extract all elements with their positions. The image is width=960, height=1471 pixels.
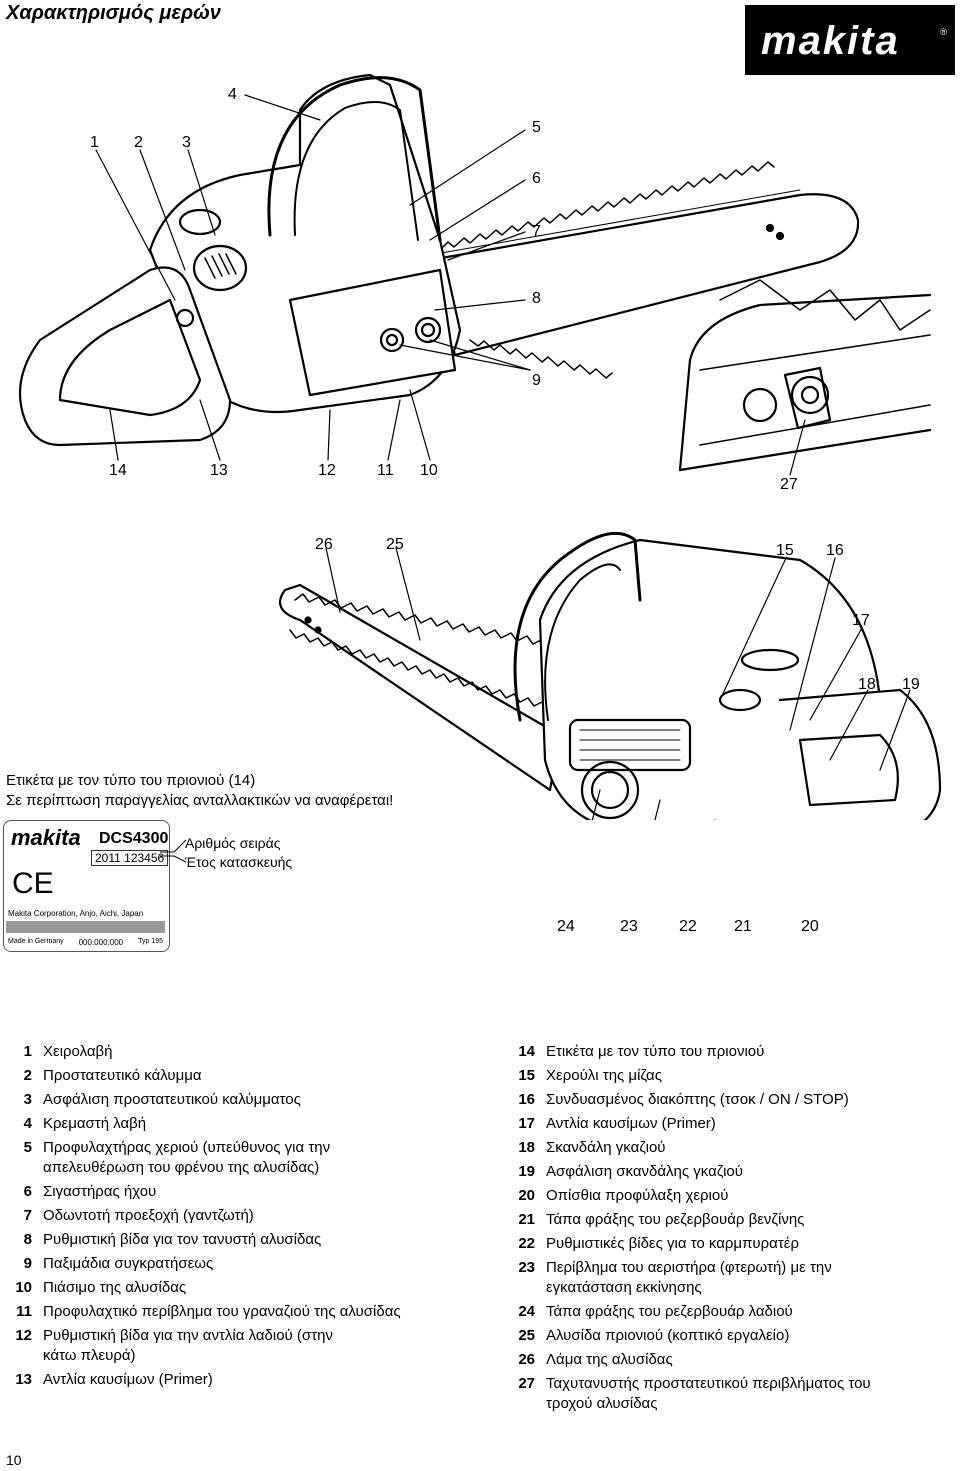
callout-19: 19 <box>902 676 920 693</box>
callout-14: 14 <box>109 462 127 479</box>
top-chainsaw-drawing <box>18 73 860 447</box>
type-plate: makita DCS4300 2011 123456 CE Makita Cor… <box>3 820 170 952</box>
callout-20: 20 <box>801 918 819 935</box>
inset-detail-drawing <box>678 279 932 472</box>
callout-18: 18 <box>858 676 876 693</box>
chainsaw-illustration <box>18 73 942 820</box>
makita-logo: makita ® <box>745 5 955 75</box>
bottom-chainsaw-drawing <box>278 531 942 820</box>
callout-8: 8 <box>532 290 541 307</box>
callout-4: 4 <box>228 86 237 103</box>
callout-25: 25 <box>386 536 404 553</box>
plate-footer: Made in Germany 000.000.000 Typ 195 <box>8 938 163 947</box>
label-caption-title: Ετικέτα με τον τύπο του πριονιού (14) <box>6 772 256 789</box>
callout-6: 6 <box>532 170 541 187</box>
callout-9: 9 <box>532 372 541 389</box>
page-title: Χαρακτηρισμός μερών <box>6 2 221 24</box>
callout-23: 23 <box>620 918 638 935</box>
plate-serial: 2011 123456 <box>91 850 169 866</box>
callout-24: 24 <box>557 918 575 935</box>
registered-mark: ® <box>940 27 947 37</box>
callout-12: 12 <box>318 462 336 479</box>
callout-13: 13 <box>210 462 228 479</box>
callout-16: 16 <box>826 542 844 559</box>
callout-2: 2 <box>134 134 143 151</box>
callout-17: 17 <box>852 612 870 629</box>
callout-26: 26 <box>315 536 333 553</box>
plate-barcode-strip <box>6 921 165 933</box>
serial-labels: Αριθμός σειράς Έτος κατασκευής <box>185 834 292 872</box>
callout-27: 27 <box>780 476 798 493</box>
callout-5: 5 <box>532 119 541 136</box>
year-label: Έτος κατασκευής <box>185 854 293 870</box>
callout-11: 11 <box>377 462 394 479</box>
serial-leader-lines <box>160 839 187 863</box>
leader-lines <box>95 94 911 820</box>
callout-7: 7 <box>532 223 541 240</box>
plate-model: DCS4300 <box>99 830 169 847</box>
callout-22: 22 <box>679 918 697 935</box>
logo-wordmark: makita <box>761 19 900 63</box>
callout-1: 1 <box>90 134 99 151</box>
plate-code: 000.000.000 <box>78 938 124 947</box>
callout-10: 10 <box>420 462 438 479</box>
plate-brand: makita <box>11 825 81 850</box>
label-caption-note: Σε περίπτωση παραγγελίας ανταλλακτικών ν… <box>6 792 394 809</box>
callout-3: 3 <box>182 134 191 151</box>
callout-21: 21 <box>734 918 752 935</box>
serial-number-label: Αριθμός σειράς <box>185 835 281 851</box>
page-number: 10 <box>6 1452 22 1468</box>
callout-15: 15 <box>776 542 794 559</box>
plate-made-in: Made in Germany <box>8 938 64 945</box>
ce-mark: CE <box>12 867 54 900</box>
plate-typ: Typ 195 <box>138 938 163 945</box>
plate-corporation: Makita Corporation, Anjo, Aichi, Japan <box>8 909 144 918</box>
